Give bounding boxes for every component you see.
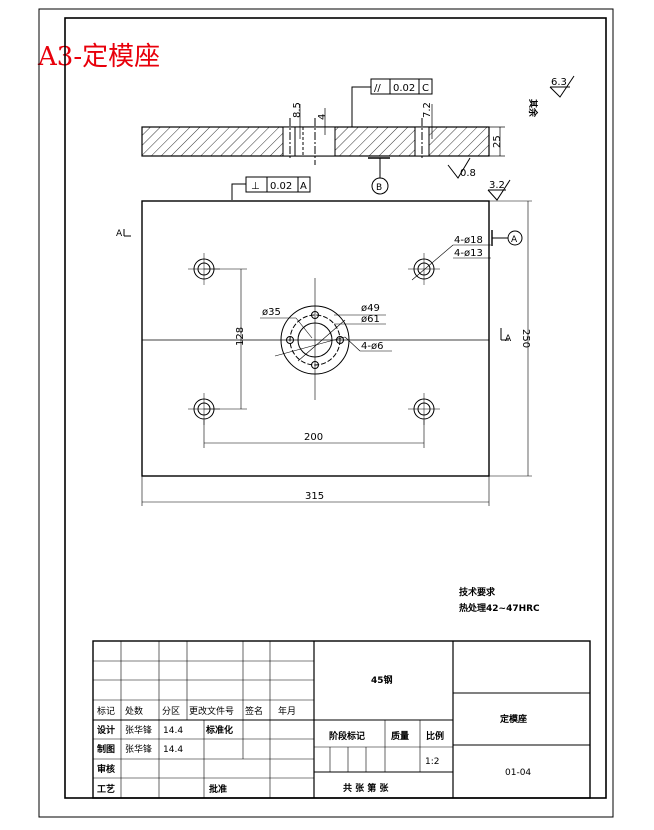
- roughness-other-note: 其余: [527, 99, 539, 118]
- dim-25: 25: [492, 135, 503, 148]
- designer: 张华锋: [125, 724, 152, 736]
- stage-mark-label: 阶段标记: [329, 730, 365, 742]
- hdr-mark: 标记: [97, 705, 115, 717]
- part-name: 定模座: [499, 713, 527, 725]
- hdr-zone: 分区: [162, 706, 180, 717]
- design-label: 设计: [97, 724, 115, 736]
- notes-item: 热处理42~47HRC: [459, 602, 540, 614]
- process-label: 工艺: [97, 783, 115, 795]
- title-block-text: 标记 处数 分区 更改文件号 签名 年月 设计 张华锋 14.4 标准化 制图 …: [97, 674, 531, 795]
- callout-4-d18: 4-ø18: [454, 235, 483, 246]
- draw-date: 14.4: [163, 745, 183, 755]
- dim-200: 200: [304, 432, 323, 443]
- dim-128: 128: [235, 327, 246, 346]
- svg-text:A: A: [300, 181, 307, 192]
- roughness-other-symbol: 6.3: [549, 75, 575, 98]
- side-view: 8.5 4 7.2 25 0.8 B: [141, 102, 505, 195]
- design-date: 14.4: [163, 726, 183, 736]
- svg-text:⊥: ⊥: [251, 181, 260, 192]
- svg-text://: //: [374, 83, 381, 94]
- title-block: [92, 640, 591, 799]
- callout-d49: ø49: [361, 303, 380, 314]
- front-view: A A A 128: [116, 200, 532, 506]
- hdr-change-doc: 更改文件号: [189, 705, 234, 717]
- svg-text:3.2: 3.2: [489, 180, 505, 191]
- dim-4: 4: [317, 114, 328, 120]
- svg-text:C: C: [422, 83, 429, 94]
- hdr-date: 年月: [278, 705, 296, 717]
- section-a-left: A: [116, 229, 123, 239]
- callout-d35: ø35: [262, 307, 281, 318]
- hdr-sign: 签名: [245, 705, 263, 717]
- review-label: 审核: [97, 763, 115, 775]
- drawing-number: 01-04: [505, 768, 531, 778]
- svg-text:0.02: 0.02: [270, 181, 292, 192]
- scale-label: 比例: [426, 730, 444, 742]
- dim-7-2: 7.2: [422, 102, 433, 118]
- dim-315: 315: [305, 491, 324, 502]
- roughness-3-2: 3.2: [487, 179, 511, 201]
- dim-250: 250: [520, 329, 531, 348]
- perpendicularity-tolerance: ⊥ 0.02 A: [231, 176, 311, 200]
- drafter: 张华锋: [125, 743, 152, 755]
- section-a-right: A: [505, 334, 512, 344]
- parallelism-tolerance: // 0.02 C: [351, 78, 433, 127]
- standard-label: 标准化: [205, 724, 233, 736]
- callout-4-d6: 4-ø6: [361, 341, 383, 352]
- hdr-count: 处数: [125, 705, 143, 717]
- callout-4-d13: 4-ø13: [454, 248, 483, 259]
- roughness-other-value: 6.3: [551, 77, 567, 88]
- sheets: 共 张 第 张: [343, 782, 389, 794]
- weight-label: 质量: [391, 730, 409, 742]
- dim-8-5: 8.5: [292, 102, 303, 118]
- drawing-label: 制图: [97, 743, 115, 755]
- svg-text:0.02: 0.02: [393, 83, 415, 94]
- outer-border: [38, 8, 614, 818]
- material: 45钢: [371, 674, 393, 686]
- scale-value: 1:2: [425, 757, 439, 767]
- datum-b: B: [376, 183, 382, 193]
- notes-title: 技术要求: [459, 586, 496, 598]
- roughness-0-8: 0.8: [460, 168, 476, 179]
- approve-label: 批准: [209, 783, 227, 795]
- callout-d61: ø61: [361, 314, 380, 325]
- drawing-title: A3-定模座: [38, 42, 161, 72]
- datum-a: A: [511, 235, 518, 245]
